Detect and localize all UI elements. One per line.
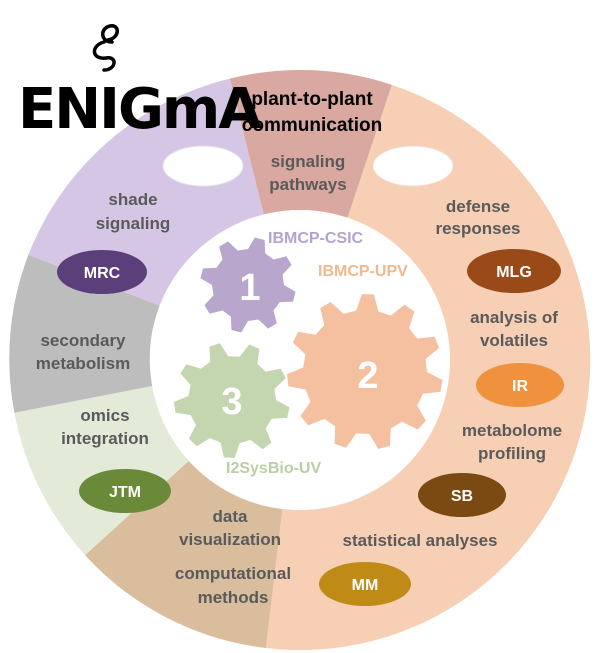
title-line-2: communication <box>242 115 382 136</box>
oval-jmg: JMG <box>162 145 244 187</box>
label-computational: computational <box>175 564 291 583</box>
oval-jtm: JTM <box>79 469 171 513</box>
institution-ibmcp-csic: IBMCP-CSIC <box>268 230 364 247</box>
label-integration: integration <box>61 429 149 448</box>
label-signaling: signaling <box>271 152 346 171</box>
label-visualization: visualization <box>179 530 281 549</box>
gear-2 <box>287 294 443 449</box>
gear-1 <box>200 237 296 333</box>
label-statistical-analyses: statistical analyses <box>343 531 498 550</box>
label-metabolism: metabolism <box>36 354 130 373</box>
label-defense: defense <box>446 197 510 216</box>
oval-pl-label: PL <box>403 159 424 176</box>
oval-mlg: MLG <box>467 249 561 293</box>
logo-text: ENIGmA <box>18 77 262 142</box>
oval-ir-label: IR <box>512 378 528 395</box>
label-volatiles: volatiles <box>480 331 548 350</box>
oval-pl: PL <box>372 145 454 187</box>
oval-mm: MM <box>319 562 411 606</box>
oval-sb-label: SB <box>451 488 473 505</box>
label-pathways: pathways <box>269 175 346 194</box>
gear-3-number: 3 <box>221 381 242 423</box>
institution-ibmcp-upv: IBMCP-UPV <box>318 263 408 280</box>
oval-sb: SB <box>418 473 506 517</box>
label-omics: omics <box>80 406 129 425</box>
label-data: data <box>213 507 249 526</box>
institution-i2sysbio-uv: I2SysBio-UV <box>226 460 321 477</box>
label-analysis-of: analysis of <box>470 308 558 327</box>
segment-shade-signaling <box>28 78 264 306</box>
label-methods: methods <box>198 588 269 607</box>
oval-ir: IR <box>476 363 564 407</box>
oval-mrc-label: MRC <box>84 265 121 282</box>
oval-mm-label: MM <box>352 577 379 594</box>
gear-1-number: 1 <box>239 267 260 309</box>
label-metabolome: metabolome <box>462 421 562 440</box>
oval-mlg-label: MLG <box>496 264 532 281</box>
gears: 1 2 3 <box>174 237 443 458</box>
label-shade: shade <box>108 190 157 209</box>
gear-3 <box>174 343 290 458</box>
title-line-1: plant-to-plant <box>251 89 373 110</box>
oval-mrc: MRC <box>57 250 147 294</box>
segment-computational-methods <box>85 460 283 648</box>
gear-2-number: 2 <box>357 355 378 397</box>
label-profiling: profiling <box>478 444 546 463</box>
oval-jtm-label: JTM <box>109 484 141 501</box>
segment-omics-integration <box>14 386 189 556</box>
label-responses: responses <box>435 219 520 238</box>
spiral-squiggle-icon <box>92 24 119 72</box>
segment-defense-metabolome <box>265 84 591 651</box>
oval-jmg-label: JMG <box>186 159 221 176</box>
label-secondary: secondary <box>40 331 126 350</box>
label-shade-signaling: signaling <box>96 214 171 233</box>
segment-signaling-pathways <box>229 69 392 218</box>
person-ovals: JMG PL MRC MLG IR SB JTM MM <box>57 145 564 606</box>
segment-secondary-metabolism <box>9 254 160 413</box>
logo: ENIGmA <box>18 24 264 142</box>
